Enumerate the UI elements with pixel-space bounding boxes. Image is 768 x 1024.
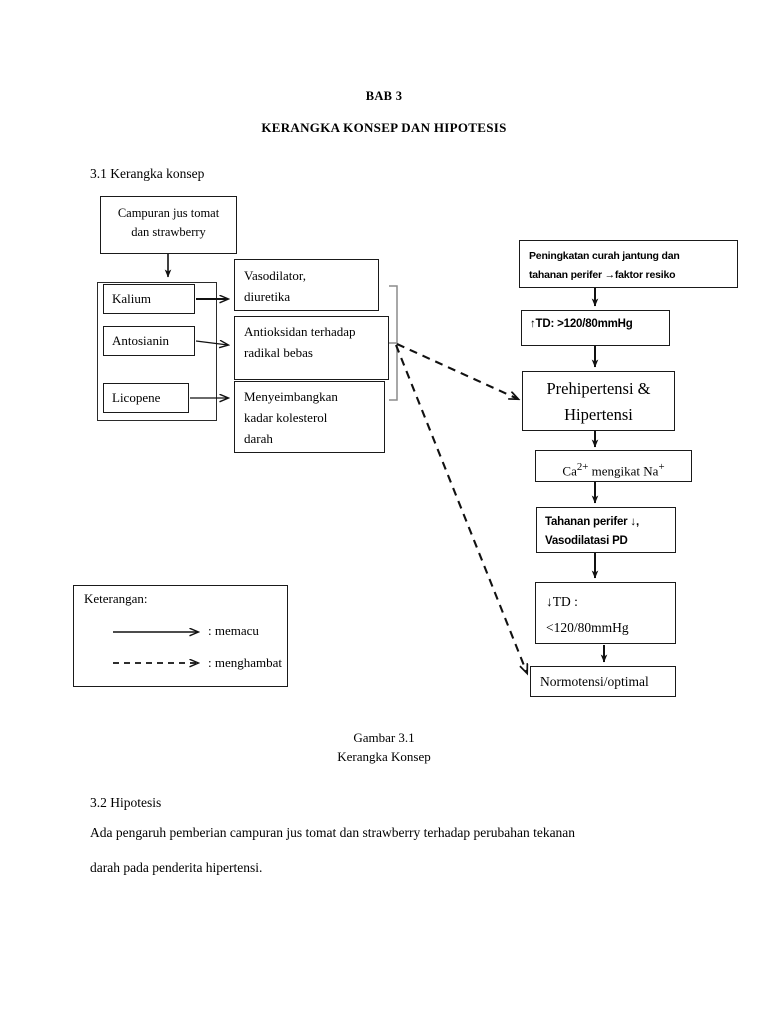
- diagram-box-normotensi-label: Normotensi/optimal: [540, 674, 649, 689]
- diagram-box-licopene-label: Licopene: [112, 390, 161, 405]
- diagram-box-ca-mengikat-na-label: Ca2+ mengikat Na+: [536, 455, 691, 483]
- diagram-box-source-label: Campuran jus tomat dan strawberry: [117, 206, 220, 239]
- diagram-box-peningkatan-curah-jantung: Peningkatan curah jantung dan tahanan pe…: [519, 240, 738, 288]
- diagram-box-antosianin-label: Antosianin: [112, 333, 170, 348]
- na-charge: +: [658, 461, 665, 473]
- diagram-box-td-menurun-line-2: <120/80mmHg: [546, 620, 629, 635]
- diagram-box-menyeimbangkan: Menyeimbangkan kadar kolesterol darah: [234, 381, 385, 453]
- diagram-box-kalium: Kalium: [103, 284, 195, 314]
- diagram-box-ca-mengikat-na: Ca2+ mengikat Na+: [535, 450, 692, 482]
- effects-grouping-bracket: [389, 285, 398, 401]
- diagram-box-td-meningkat-label: ↑TD: >120/80mmHg: [530, 318, 633, 330]
- diagram-box-licopene: Licopene: [103, 383, 189, 413]
- mengikat-text: mengikat Na: [588, 463, 659, 479]
- hypothesis-line-2: darah pada penderita hipertensi.: [90, 860, 263, 875]
- legend-item-memacu-label: : memacu: [208, 623, 259, 638]
- chapter-label: BAB 3: [365, 89, 403, 103]
- legend-title: Keterangan:: [84, 591, 148, 606]
- ca-symbol: Ca: [562, 463, 577, 479]
- dashed-arrow-to-normotensi: [395, 344, 527, 673]
- hypothesis-line-1: Ada pengaruh pemberian campuran jus toma…: [90, 825, 576, 840]
- figure-caption: Gambar 3.1 Kerangka Konsep: [337, 730, 431, 764]
- diagram-box-normotensi-optimal: Normotensi/optimal: [530, 666, 676, 697]
- diagram-box-antioksidan-label: Antioksidan terhadap radikal bebas: [244, 324, 356, 360]
- diagram-box-tahanan-perifer: Tahanan perifer ↓, Vasodilatasi PD: [536, 507, 676, 553]
- legend-item-menghambat-label: : menghambat: [208, 655, 283, 670]
- diagram-box-prehipertensi-label: Prehipertensi & Hipertensi: [546, 379, 651, 424]
- dashed-arrow-to-prehipertensi: [396, 343, 518, 399]
- diagram-box-tahanan-perifer-label: Tahanan perifer ↓, Vasodilatasi PD: [545, 516, 639, 547]
- diagram-box-vasodilator: Vasodilator, diuretika: [234, 259, 379, 311]
- legend-panel: [73, 585, 288, 687]
- section-heading-hipotesis: 3.2 Hipotesis: [90, 795, 162, 810]
- diagram-box-kalium-label: Kalium: [112, 291, 151, 306]
- diagram-box-antosianin: Antosianin: [103, 326, 195, 356]
- diagram-box-td-menurun: ↓TD : <120/80mmHg: [535, 582, 676, 644]
- diagram-box-td-meningkat: ↑TD: >120/80mmHg: [521, 310, 670, 346]
- diagram-box-td-menurun-line-1: ↓TD :: [546, 594, 578, 609]
- ca-charge: 2+: [576, 461, 589, 473]
- diagram-box-antioksidan: Antioksidan terhadap radikal bebas: [234, 316, 389, 380]
- diagram-box-peningkatan-label: Peningkatan curah jantung dan tahanan pe…: [529, 250, 680, 281]
- diagram-box-source: Campuran jus tomat dan strawberry: [100, 196, 237, 254]
- diagram-box-prehipertensi-hipertensi: Prehipertensi & Hipertensi: [522, 371, 675, 431]
- section-heading-kerangka-konsep: 3.1 Kerangka konsep: [90, 166, 205, 181]
- diagram-box-menyeimbangkan-label: Menyeimbangkan kadar kolesterol darah: [244, 389, 338, 446]
- diagram-box-vasodilator-label: Vasodilator, diuretika: [244, 268, 306, 304]
- page-title: KERANGKA KONSEP DAN HIPOTESIS: [261, 120, 507, 135]
